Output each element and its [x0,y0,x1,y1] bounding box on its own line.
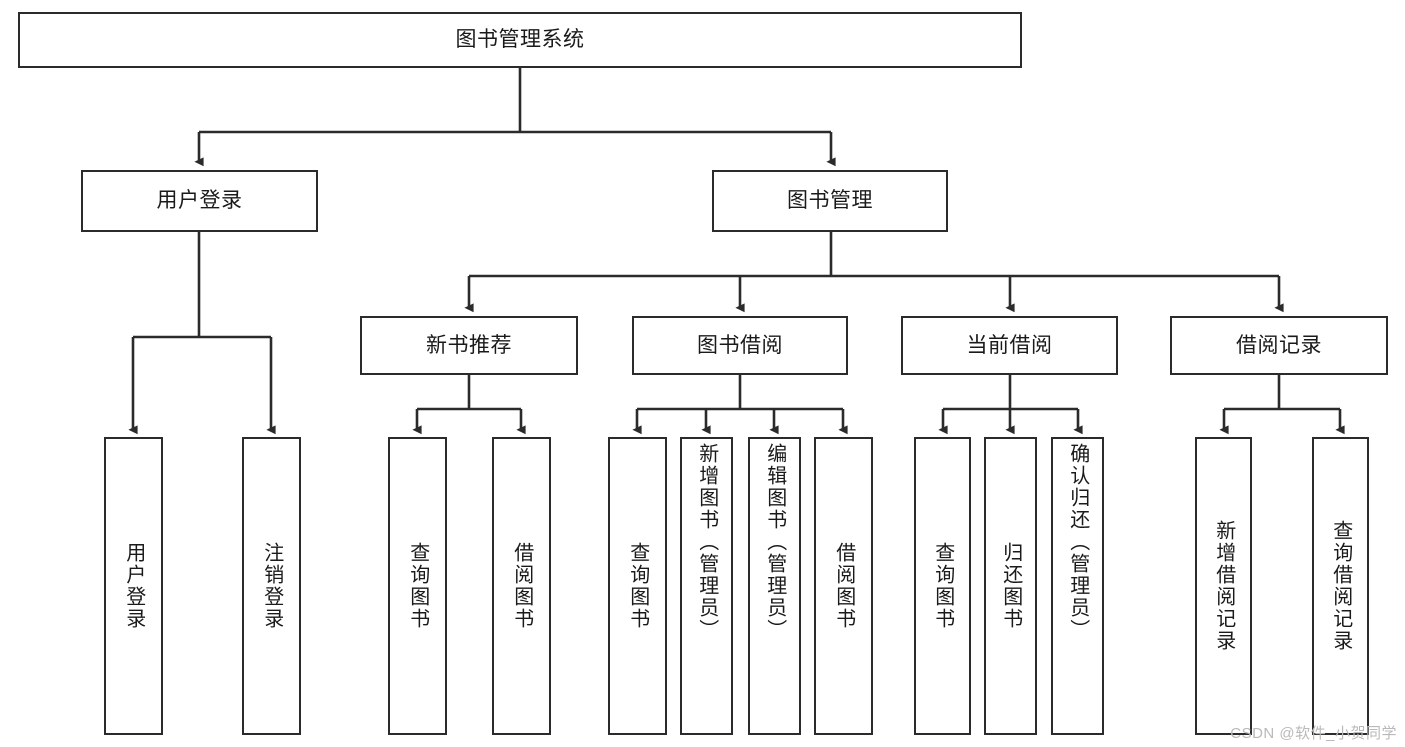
leaf-query-borrow-record[interactable]: 查询借阅记录 [1312,437,1369,735]
leaf-add-book-admin[interactable]: 新增图书（管理员） [680,437,733,735]
node-label: 查询图书 [931,542,954,630]
node-label: 注销登录 [260,542,283,630]
leaf-edit-book-admin[interactable]: 编辑图书（管理员） [748,437,801,735]
leaf-borrow-book-recommend[interactable]: 借阅图书 [492,437,551,735]
node-label: 查询图书 [406,542,429,630]
node-label: 查询借阅记录 [1329,520,1352,652]
leaf-borrow-book[interactable]: 借阅图书 [814,437,873,735]
node-label: 查询图书 [626,542,649,630]
node-label: 编辑图书（管理员） [763,443,786,641]
node-label: 当前借阅 [966,333,1053,357]
leaf-user-login[interactable]: 用户登录 [104,437,163,735]
node-book-management-system[interactable]: 图书管理系统 [18,12,1022,68]
csdn-watermark: CSDN @软件_小贺同学 [1230,725,1397,742]
leaf-return-book[interactable]: 归还图书 [984,437,1037,735]
node-current-borrow[interactable]: 当前借阅 [901,316,1118,375]
node-label: 图书借阅 [697,333,783,357]
node-label: 用户登录 [156,189,243,213]
leaf-logout[interactable]: 注销登录 [242,437,301,735]
leaf-query-book-borrow[interactable]: 查询图书 [608,437,667,735]
node-label: 确认归还（管理员） [1066,443,1089,641]
node-borrow-record[interactable]: 借阅记录 [1170,316,1388,375]
node-book-borrow[interactable]: 图书借阅 [632,316,848,375]
node-label: 归还图书 [999,542,1022,630]
leaf-confirm-return-admin[interactable]: 确认归还（管理员） [1051,437,1104,735]
node-label: 借阅图书 [510,542,533,630]
node-user-login[interactable]: 用户登录 [81,170,318,232]
node-label: 图书管理系统 [455,28,585,52]
node-label: 用户登录 [122,542,145,630]
leaf-add-borrow-record[interactable]: 新增借阅记录 [1195,437,1252,735]
node-label: 图书管理 [787,189,873,213]
node-label: 新书推荐 [426,333,512,357]
node-label: 借阅记录 [1236,333,1322,357]
node-label: 新增图书（管理员） [695,443,718,641]
leaf-query-book-recommend[interactable]: 查询图书 [388,437,447,735]
node-new-book-recommend[interactable]: 新书推荐 [360,316,578,375]
node-label: 借阅图书 [832,542,855,630]
node-label: 新增借阅记录 [1212,520,1235,652]
leaf-query-book-current[interactable]: 查询图书 [914,437,971,735]
node-book-management[interactable]: 图书管理 [712,170,948,232]
